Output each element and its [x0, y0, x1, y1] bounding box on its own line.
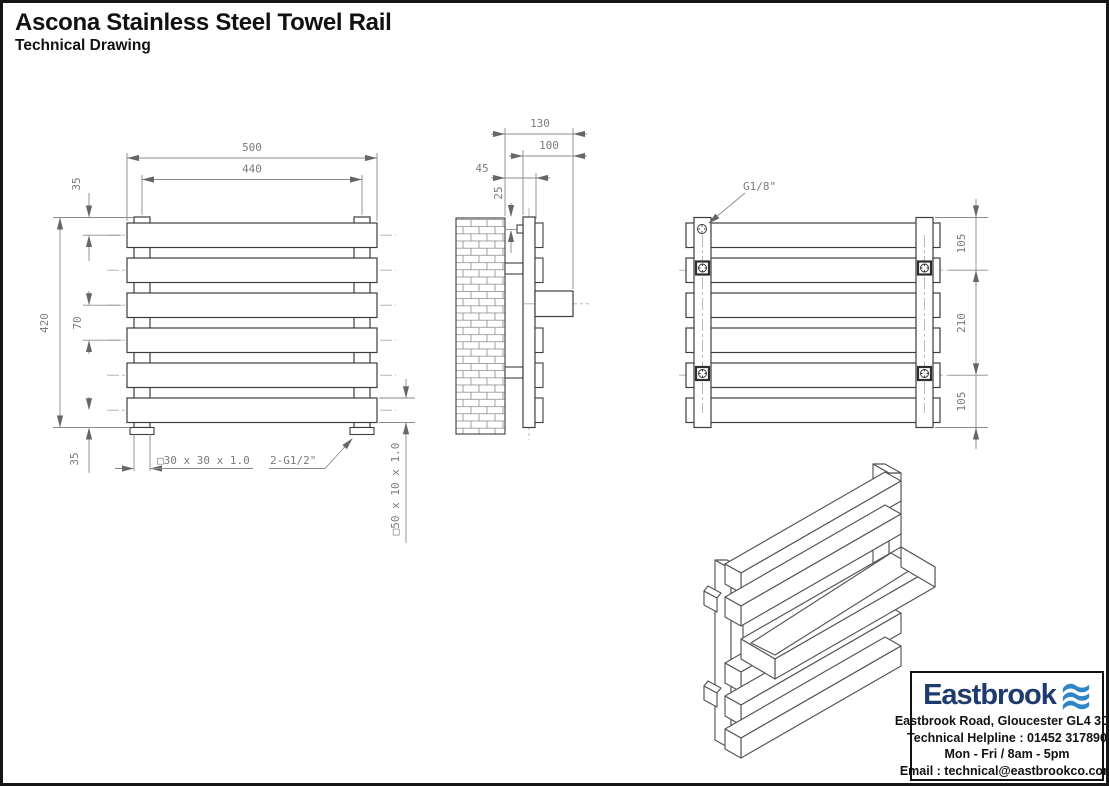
svg-text:420: 420: [38, 313, 51, 333]
front-view: 500 440 420: [38, 141, 415, 543]
front-rails: [133, 216, 371, 429]
svg-text:35: 35: [68, 452, 81, 465]
svg-text:25: 25: [492, 186, 505, 199]
rear-dim-chain: 105 210 105: [935, 199, 988, 449]
svg-text:440: 440: [242, 163, 262, 176]
air-vent: [697, 224, 707, 234]
logo-box: Eastbrook Eastbrook Road, Gloucester GL4…: [895, 671, 1107, 781]
bracket-bolts: [694, 260, 933, 382]
side-dim-depth-from-rail: 100: [509, 139, 587, 215]
page-title: Ascona Stainless Steel Towel Rail: [15, 9, 392, 36]
side-view: 130 100 45: [455, 117, 589, 440]
front-bars: [126, 222, 378, 424]
svg-text:G1/8": G1/8": [743, 180, 776, 193]
rear-view: G1/8" 105 210 105: [679, 180, 988, 449]
front-dim-top-offset: 35: [70, 177, 121, 261]
front-dim-width-centres: 440: [141, 163, 363, 215]
iso-deep-bar: [740, 546, 936, 680]
svg-text:130: 130: [530, 117, 550, 130]
svg-text:105: 105: [955, 234, 968, 254]
brand-name: Eastbrook: [923, 678, 1057, 711]
logo-email: Email : technical@eastbrookco.com: [899, 763, 1109, 778]
side-bar-stubs: [534, 222, 544, 424]
svg-text:100: 100: [539, 139, 559, 152]
side-dim-wall-to-rail: 45: [475, 162, 550, 219]
side-wall-brackets: [504, 262, 524, 379]
front-dim-width-overall: 500: [126, 141, 378, 221]
svg-text:105: 105: [955, 392, 968, 412]
front-connections-callout: 2-G1/2": [269, 438, 353, 469]
logo-address: Eastbrook Road, Gloucester GL4 3DB: [894, 714, 1109, 728]
sheet-header: Ascona Stainless Steel Towel Rail Techni…: [15, 9, 392, 55]
logo-hours: Mon - Fri / 8am - 5pm: [944, 747, 1070, 761]
svg-text:2-G1/2": 2-G1/2": [270, 454, 316, 467]
front-dim-bottom-offset: 35: [68, 397, 93, 473]
svg-text:45: 45: [475, 162, 488, 175]
svg-text:□50 x 10 x 1.0: □50 x 10 x 1.0: [389, 443, 402, 536]
side-rail: [522, 216, 536, 429]
svg-text:210: 210: [955, 313, 968, 333]
svg-text:35: 35: [70, 177, 83, 190]
front-bar-profile-callout: □50 x 10 x 1.0: [379, 379, 415, 543]
brand-row: Eastbrook: [923, 676, 1091, 713]
isometric-view: [703, 463, 936, 759]
side-deep-bar: [534, 290, 574, 318]
svg-text:□30 x 30 x 1.0: □30 x 30 x 1.0: [157, 454, 250, 467]
technical-drawing-canvas: 500 440 420: [38, 117, 988, 759]
front-rail-profile-callout: □30 x 30 x 1.0: [115, 434, 253, 472]
front-bottom-fittings: [129, 426, 375, 436]
iso-wall-brackets: [703, 585, 722, 708]
rear-bars: [685, 222, 941, 424]
wall-section: [455, 217, 506, 435]
rear-rails: [693, 216, 934, 429]
side-dim-vent-offset: 25: [492, 186, 518, 253]
svg-text:500: 500: [242, 141, 262, 154]
side-vent-stub: [516, 224, 524, 234]
rear-vent-callout: G1/8": [708, 180, 776, 224]
svg-text:70: 70: [71, 316, 84, 329]
eastbrook-waves-icon: [1062, 683, 1090, 710]
front-dim-height-overall: 420: [38, 217, 134, 428]
page-subtitle: Technical Drawing: [15, 37, 151, 54]
front-dim-bar-pitch: 70: [71, 291, 121, 354]
logo-helpline: Technical Helpline : 01452 317890: [907, 730, 1107, 745]
